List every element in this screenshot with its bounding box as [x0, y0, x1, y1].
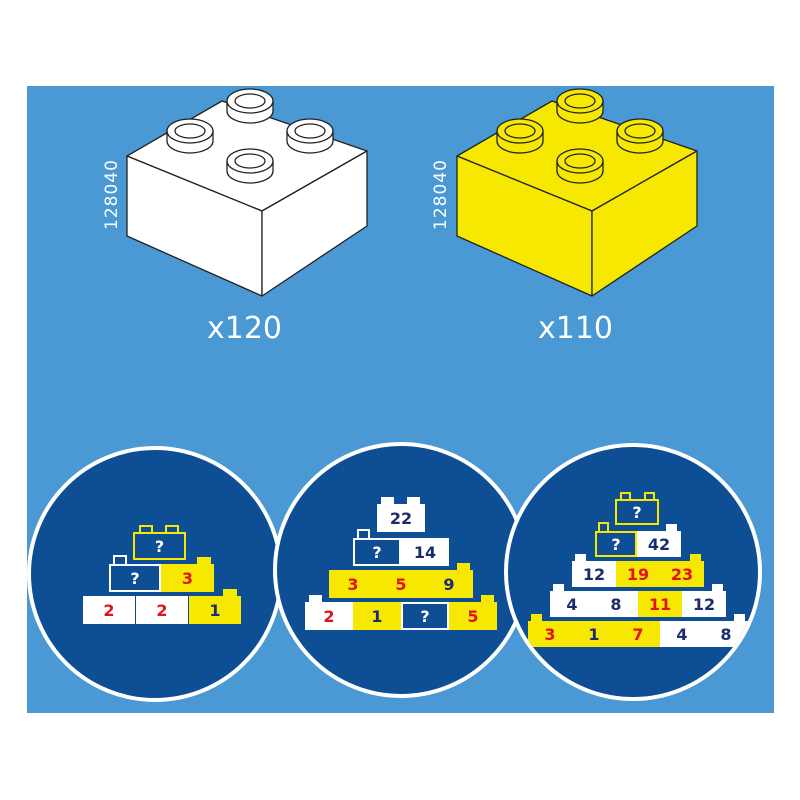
pyramid-block: 3: [528, 621, 572, 647]
pyramid-block: ?: [595, 531, 637, 557]
brick-count-yellow: x110: [538, 311, 614, 346]
pyramid-block: 3: [161, 564, 214, 592]
pyramid-block: 23: [660, 561, 704, 587]
pyramid-circle-1: ? ? 3 2 2 1: [27, 446, 283, 702]
pyramid-block: 3: [329, 570, 377, 598]
pyramid-block: 42: [637, 531, 681, 557]
pyramid-block: 19: [616, 561, 660, 587]
pyramid-block: 1: [353, 602, 401, 630]
pyramid-block: 14: [401, 538, 449, 566]
pyramid-block: 5: [377, 570, 425, 598]
pyramid-block: ?: [353, 538, 401, 566]
pyramid-block: 9: [425, 570, 473, 598]
pyramid-block: ?: [401, 602, 449, 630]
pyramid-block: 4: [660, 621, 704, 647]
pyramid-block: 1: [189, 596, 241, 624]
pyramid-block: 12: [682, 591, 726, 617]
pyramid-block: 2: [136, 596, 188, 624]
pyramid-block: 2: [305, 602, 353, 630]
pyramid-block: ?: [615, 492, 659, 525]
brick-count-white: x120: [207, 311, 283, 346]
white-brick-icon: [126, 88, 368, 297]
pyramid-block: 22: [377, 497, 425, 532]
pyramid-block: 11: [638, 591, 682, 617]
pyramid-block: 1: [572, 621, 616, 647]
pyramid-block: 8: [594, 591, 638, 617]
pyramid-block: 12: [572, 561, 616, 587]
pyramid-block: 2: [83, 596, 135, 624]
pyramid-circle-2: 22 ? 14 3 5 9 2 1 ? 5: [273, 442, 529, 698]
instruction-panel: 128040: [27, 86, 774, 713]
brick-code-yellow: 128040: [431, 159, 451, 230]
brick-code-white: 128040: [102, 159, 122, 230]
pyramid-circle-3: ? ? 42 12 19 23 4 8 11 12 3 1 7 4 8: [504, 443, 762, 701]
pyramid-block: 8: [704, 621, 748, 647]
yellow-brick-icon: [456, 88, 698, 297]
pyramid-block: ?: [133, 525, 186, 560]
pyramid-block: ?: [109, 564, 161, 592]
pyramid-block: 5: [449, 602, 497, 630]
pyramid-block: 7: [616, 621, 660, 647]
pyramid-block: 4: [550, 591, 594, 617]
